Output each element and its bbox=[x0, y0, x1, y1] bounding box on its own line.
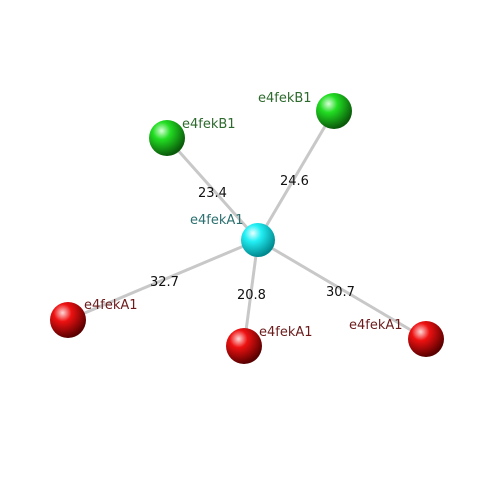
edge-line bbox=[67, 238, 259, 322]
node-label-red: e4fekA1 bbox=[349, 318, 403, 333]
edge-line bbox=[256, 110, 336, 241]
edge-label: 32.7 bbox=[150, 275, 179, 290]
edge-label: 23.4 bbox=[198, 186, 227, 201]
edge-label: 30.7 bbox=[326, 285, 355, 300]
node-center bbox=[241, 223, 275, 257]
node-label-green: e4fekB1 bbox=[258, 91, 312, 106]
node-label-green: e4fekB1 bbox=[182, 117, 236, 132]
node-red bbox=[408, 321, 444, 357]
node-label-center: e4fekA1 bbox=[190, 213, 244, 228]
edge-label: 20.8 bbox=[237, 288, 266, 303]
node-red bbox=[226, 328, 262, 364]
node-label-red: e4fekA1 bbox=[84, 298, 138, 313]
node-label-red: e4fekA1 bbox=[259, 325, 313, 340]
edge-label: 24.6 bbox=[280, 174, 309, 189]
node-green bbox=[149, 120, 185, 156]
edge-line bbox=[165, 137, 260, 241]
node-green bbox=[316, 93, 352, 129]
node-red bbox=[50, 302, 86, 338]
edge-line bbox=[257, 238, 427, 341]
